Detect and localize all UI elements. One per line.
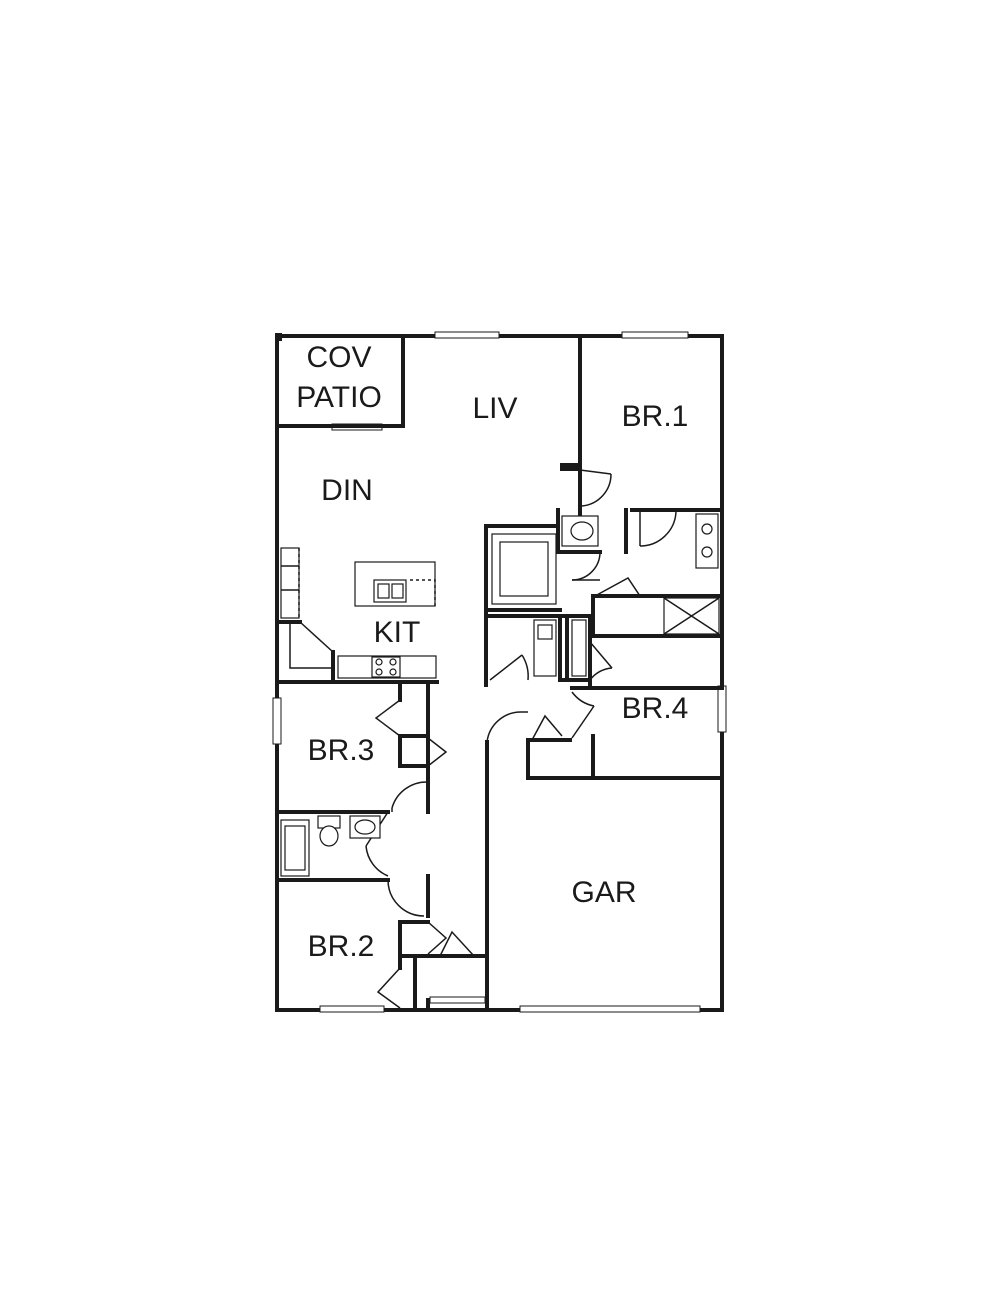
room-labels: COV PATIO LIV BR.1 DIN KIT BR.4 BR.3 GAR… — [296, 341, 688, 963]
room-label-patio: PATIO — [296, 381, 382, 414]
room-label-liv: LIV — [472, 392, 517, 425]
room-label-din: DIN — [321, 474, 373, 507]
room-label-kit: KIT — [374, 616, 421, 649]
room-label-cov: COV — [306, 341, 371, 374]
room-label-br4: BR.4 — [622, 692, 689, 725]
doors — [365, 469, 677, 1009]
room-label-br2: BR.2 — [308, 930, 375, 963]
room-label-br1: BR.1 — [622, 400, 689, 433]
exterior-walls — [275, 333, 724, 1012]
interior-walls — [275, 334, 724, 1012]
room-label-gar: GAR — [571, 876, 636, 909]
room-label-br3: BR.3 — [308, 734, 375, 767]
fixtures — [280, 513, 720, 877]
